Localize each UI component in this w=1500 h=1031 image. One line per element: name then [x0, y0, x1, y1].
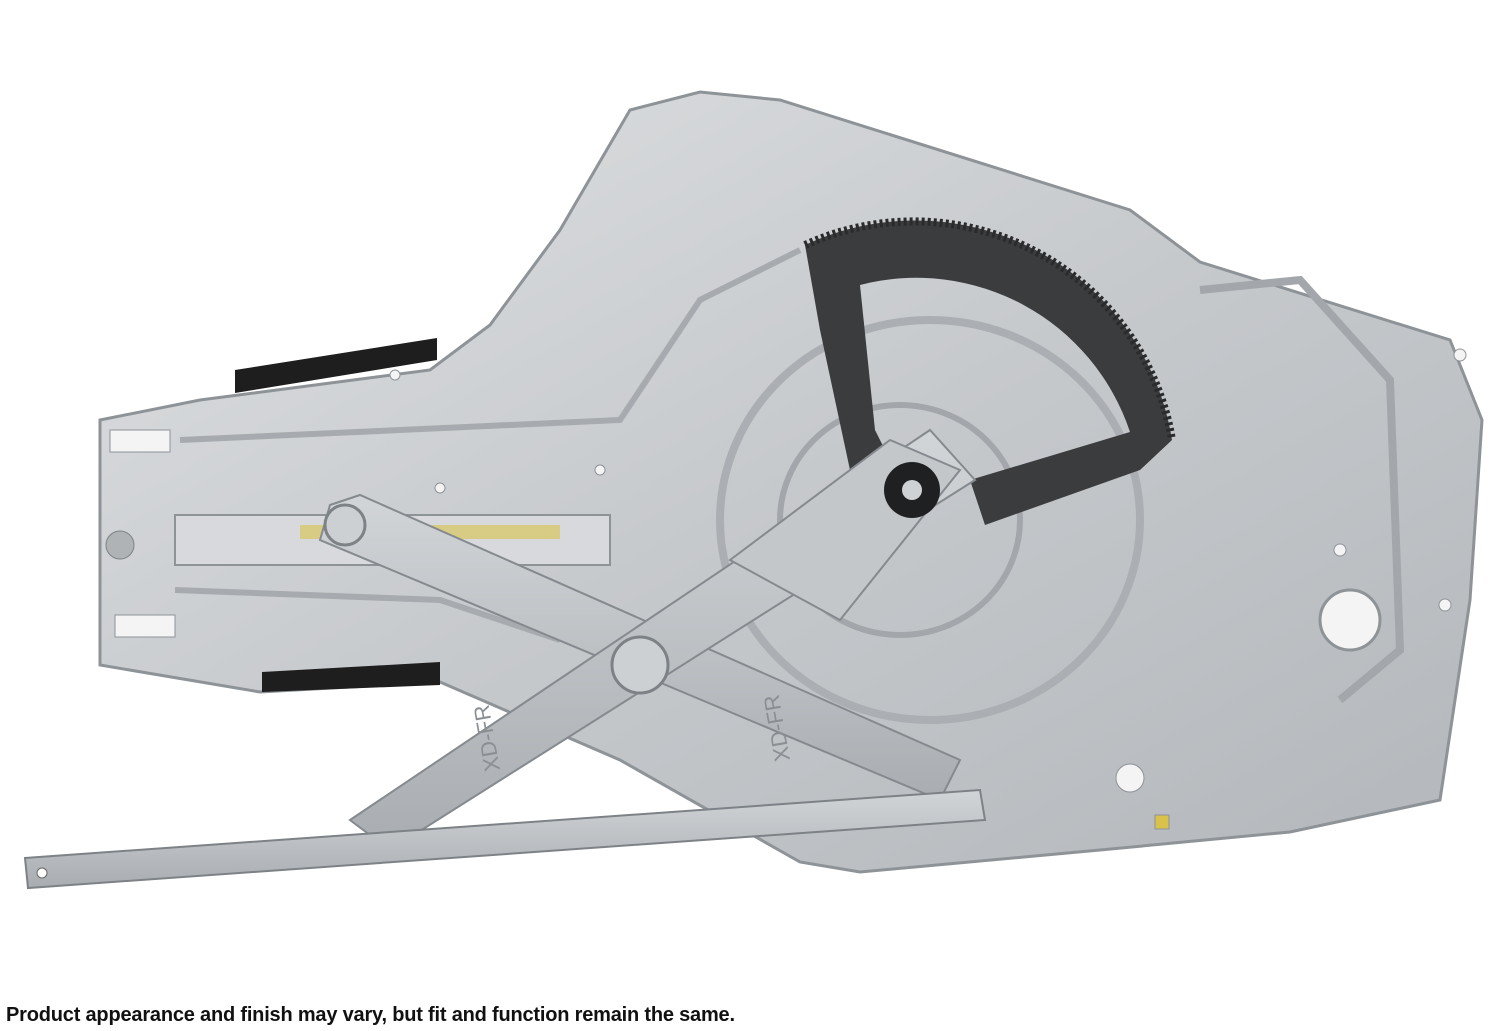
felt-strip-bottom [262, 662, 440, 692]
felt-strip-top [235, 338, 437, 393]
gear-sector [805, 220, 1172, 526]
lift-bar [23, 788, 987, 890]
window-regulator-photo: XD-FR XD-FR [23, 90, 1484, 890]
disclaimer-caption: Product appearance and finish may vary, … [6, 1004, 735, 1026]
